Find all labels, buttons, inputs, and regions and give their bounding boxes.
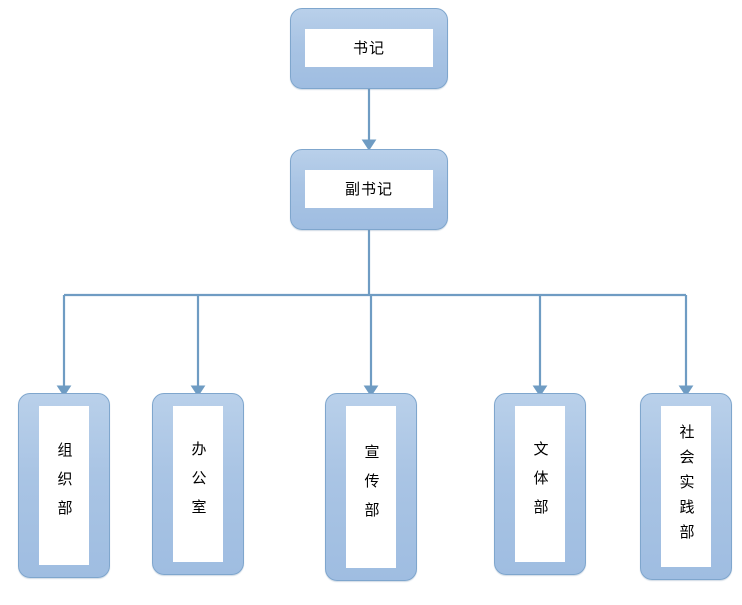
node-deputy-secretary-label: 副书记: [344, 179, 393, 198]
node-culture-sports-dept[interactable]: 文体部: [494, 393, 586, 575]
node-organization-dept-panel: 组织部: [39, 406, 89, 565]
node-culture-sports-dept-panel: 文体部: [515, 406, 565, 562]
node-propaganda-dept-panel: 宣传部: [346, 406, 396, 568]
connector-deputy-trunk: [64, 230, 686, 297]
node-culture-sports-dept-label: 文体部: [531, 440, 550, 528]
node-social-practice-dept-label: 社会实践部: [677, 424, 696, 549]
node-secretary[interactable]: 书记: [290, 8, 448, 89]
node-social-practice-dept-panel: 社会实践部: [661, 406, 711, 567]
node-propaganda-dept-label: 宣传部: [362, 443, 381, 531]
node-social-practice-dept[interactable]: 社会实践部: [640, 393, 732, 580]
node-secretary-label: 书记: [352, 38, 385, 57]
node-office-panel: 办公室: [173, 406, 223, 562]
node-office[interactable]: 办公室: [152, 393, 244, 575]
node-deputy-secretary-panel: 副书记: [305, 170, 433, 208]
node-organization-dept[interactable]: 组织部: [18, 393, 110, 578]
node-deputy-secretary[interactable]: 副书记: [290, 149, 448, 230]
node-propaganda-dept[interactable]: 宣传部: [325, 393, 417, 581]
node-office-label: 办公室: [189, 440, 208, 528]
node-secretary-panel: 书记: [305, 29, 433, 67]
node-organization-dept-label: 组织部: [55, 442, 74, 529]
